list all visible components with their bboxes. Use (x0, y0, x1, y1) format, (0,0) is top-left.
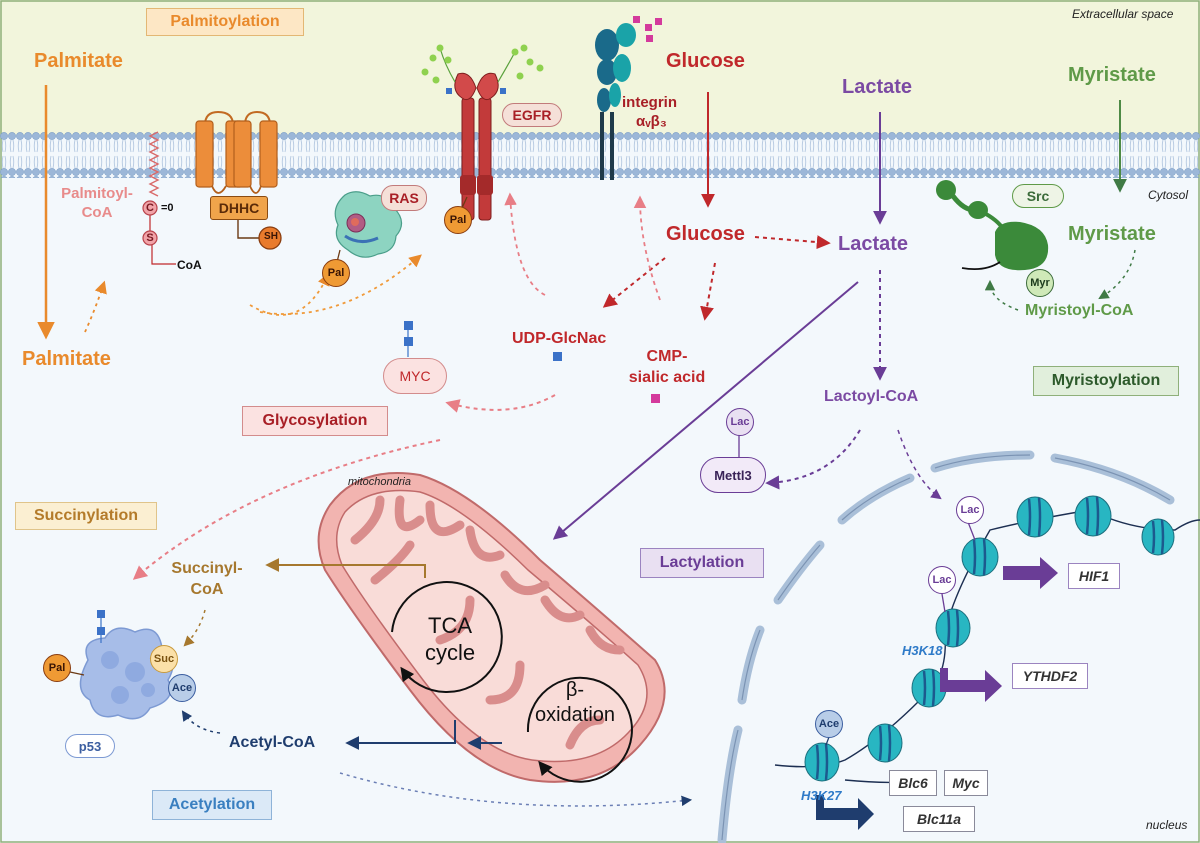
src-label: Src (1012, 184, 1064, 208)
h3k27-label: H3K27 (801, 788, 842, 803)
suc-tag-p53: Suc (150, 645, 178, 673)
myristate-extracellular: Myristate (1068, 64, 1156, 86)
pal-tag-ras: Pal (322, 259, 350, 287)
arrow-succinylcoa-p53 (183, 609, 206, 647)
extracellular-space-label: Extracellular space (1072, 7, 1174, 21)
arrow-lactate-mito (552, 281, 859, 540)
glycosylation-label: Glycosylation (242, 406, 388, 436)
pal-tag-egfr: Pal (444, 206, 472, 234)
tca-cycle-loop (391, 581, 503, 693)
arrow-lactoylcoa-mettl3 (765, 429, 861, 490)
gene-ythdf2: YTHDF2 (1012, 663, 1088, 689)
dhhc-label: DHHC (210, 196, 268, 220)
h3k18-label: H3K18 (902, 643, 943, 658)
gene-blc6: Blc6 (889, 770, 937, 796)
arrow-udp-myc (445, 394, 556, 413)
arrow-udp-p53 (132, 439, 441, 580)
lac-tag-histone-2: Lac (928, 566, 956, 594)
arrow-tca-acetyl (345, 720, 456, 750)
acetylation-label: Acetylation (152, 790, 272, 820)
egfr-label: EGFR (502, 103, 562, 127)
ras-label: RAS (381, 185, 427, 211)
succinylation-label: Succinylation (15, 502, 157, 530)
sh-label: SH (264, 231, 278, 242)
nucleosomes (804, 495, 1175, 782)
dhhc-enzyme-graphic (195, 110, 282, 250)
arrow-acetylcoa-p53 (181, 710, 221, 734)
udp-glcnac-label: UDP-GlcNac (512, 330, 607, 347)
nucleus-label: nucleus (1146, 818, 1188, 832)
palmitate-extracellular: Palmitate (34, 50, 123, 72)
lactate-cytosol: Lactate (838, 233, 909, 255)
arrow-udp-egfr (504, 192, 546, 296)
lactoyl-coa-label: Lactoyl-CoA (824, 388, 919, 405)
coa-tag: CoA (177, 258, 202, 272)
glcnac-square (553, 352, 562, 361)
gene-blc11a: Blc11a (903, 806, 975, 832)
mitochondria-graphic (317, 472, 666, 783)
carbon-tag: C (146, 202, 154, 214)
gene-hif1: HIF1 (1068, 563, 1120, 589)
acetyl-coa-label: Acetyl-CoA (229, 734, 316, 751)
succinyl-coa-label: Succinyl- CoA (171, 560, 243, 598)
egfr-graphic (421, 44, 544, 221)
myc-protein[interactable]: MYC (383, 358, 447, 394)
arrow-expression-hif1 (1003, 557, 1058, 589)
cytosol-label: Cytosol (1148, 188, 1189, 202)
myr-tag-src: Myr (1026, 269, 1054, 297)
lactylation-label: Lactylation (640, 548, 764, 578)
arrow-glucose-cmp (700, 262, 716, 321)
sulfur-tag: S (146, 232, 154, 244)
sialic-acid-square (651, 394, 660, 403)
arrow-lactoylcoa-histone (897, 429, 942, 500)
myristoylation-label: Myristoylation (1033, 366, 1179, 396)
cmp-sialic-acid-label: CMP- sialic acid (628, 348, 706, 386)
arrow-palmitoylation-ras (249, 272, 330, 316)
arrow-glucose-udp (602, 257, 666, 308)
mitochondria-label: mitochondria (348, 476, 411, 488)
ace-tag-p53: Ace (168, 674, 196, 702)
p53-graphic (69, 610, 178, 720)
arrow-glucose-lactate (754, 235, 831, 250)
palmitate-cytosol: Palmitate (22, 348, 111, 370)
integrin-subunits-label: αᵥβ₃ (636, 113, 667, 130)
lac-tag-histone-1: Lac (956, 496, 984, 524)
palmitoyl-chain (148, 131, 160, 197)
arrow-cmp-integrin (633, 195, 661, 301)
myristate-cytosol: Myristate (1068, 223, 1156, 245)
lac-tag-mettl3: Lac (726, 408, 754, 436)
beta-oxidation-loop (526, 676, 633, 783)
arrow-expression-ythdf2 (940, 668, 1002, 702)
arrow-acetylcoa-nucleus (339, 772, 693, 807)
arrow-palmitate-to-coa (84, 280, 107, 333)
palmitoyl-coa-label: Palmitoyl- CoA (61, 185, 133, 221)
palmitoylation-label: Palmitoylation (146, 8, 304, 36)
p53-protein[interactable]: p53 (65, 734, 115, 758)
glucose-cytosol: Glucose (666, 223, 745, 245)
ace-tag-histone: Ace (815, 710, 843, 738)
arrow-expression-blc (816, 795, 874, 830)
tca-cycle-label: TCA cycle (424, 613, 476, 665)
mettl3-protein[interactable]: Mettl3 (700, 457, 766, 493)
arrow-myristoylcoa-src (984, 279, 1019, 311)
sulfur-atom (142, 230, 158, 246)
arrow-myristate-coa (1098, 249, 1136, 300)
integrin-graphic (595, 16, 662, 180)
src-graphic (936, 180, 1049, 271)
lactate-extracellular: Lactate (842, 76, 913, 98)
integrin-label: integrin (622, 94, 677, 111)
myristoyl-coa-label: Myristoyl-CoA (1025, 302, 1134, 319)
beta-oxidation-label: β- oxidation (534, 679, 616, 726)
gene-myc: Myc (944, 770, 988, 796)
glucose-extracellular: Glucose (666, 50, 745, 72)
coa-tail (151, 245, 176, 265)
arrow-tca-succinyl (265, 558, 426, 578)
carbonyl-tag: =0 (161, 202, 174, 214)
pal-tag-p53: Pal (43, 654, 71, 682)
carbon-atom (142, 200, 158, 216)
